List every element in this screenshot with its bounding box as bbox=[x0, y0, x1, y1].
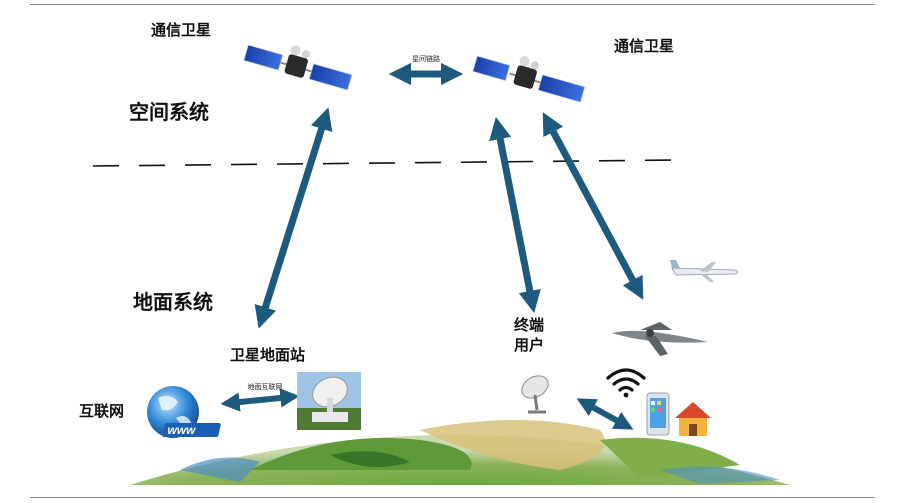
internet-link-arrow bbox=[230, 397, 290, 403]
ground-station-uplink-arrow bbox=[262, 118, 325, 318]
satellite-right-label: 通信卫星 bbox=[614, 35, 674, 56]
wifi-icon bbox=[608, 370, 644, 397]
ground-station-image bbox=[297, 372, 361, 430]
aircraft-uplink-arrow bbox=[548, 122, 638, 290]
house-icon bbox=[675, 402, 711, 436]
satellite-left-label: 通信卫星 bbox=[151, 19, 211, 40]
space-system-label: 空间系统 bbox=[129, 96, 209, 125]
satellite-icon bbox=[244, 32, 356, 91]
airplane-icon bbox=[670, 260, 738, 282]
terminal-device-link-arrow bbox=[585, 403, 625, 425]
space-ground-divider bbox=[93, 160, 680, 166]
inter-satellite-link-label: 星间链路 bbox=[412, 54, 440, 63]
internet-label: 互联网 bbox=[79, 400, 124, 421]
terminal-label-line2: 用户 bbox=[514, 334, 544, 355]
terminal-label-line1: 终端 bbox=[514, 314, 544, 335]
terminal-uplink-arrow bbox=[498, 128, 532, 302]
dish-antenna-icon bbox=[518, 371, 552, 412]
internet-link-label: 地面互联网 bbox=[248, 382, 283, 391]
satellite-icon bbox=[473, 43, 589, 103]
phone-icon bbox=[647, 393, 669, 435]
ground-system-label: 地面系统 bbox=[133, 286, 213, 315]
globe-icon: www bbox=[147, 386, 221, 438]
drone-icon bbox=[612, 322, 708, 356]
www-text: www bbox=[165, 423, 197, 437]
ground-station-label: 卫星地面站 bbox=[230, 344, 305, 365]
